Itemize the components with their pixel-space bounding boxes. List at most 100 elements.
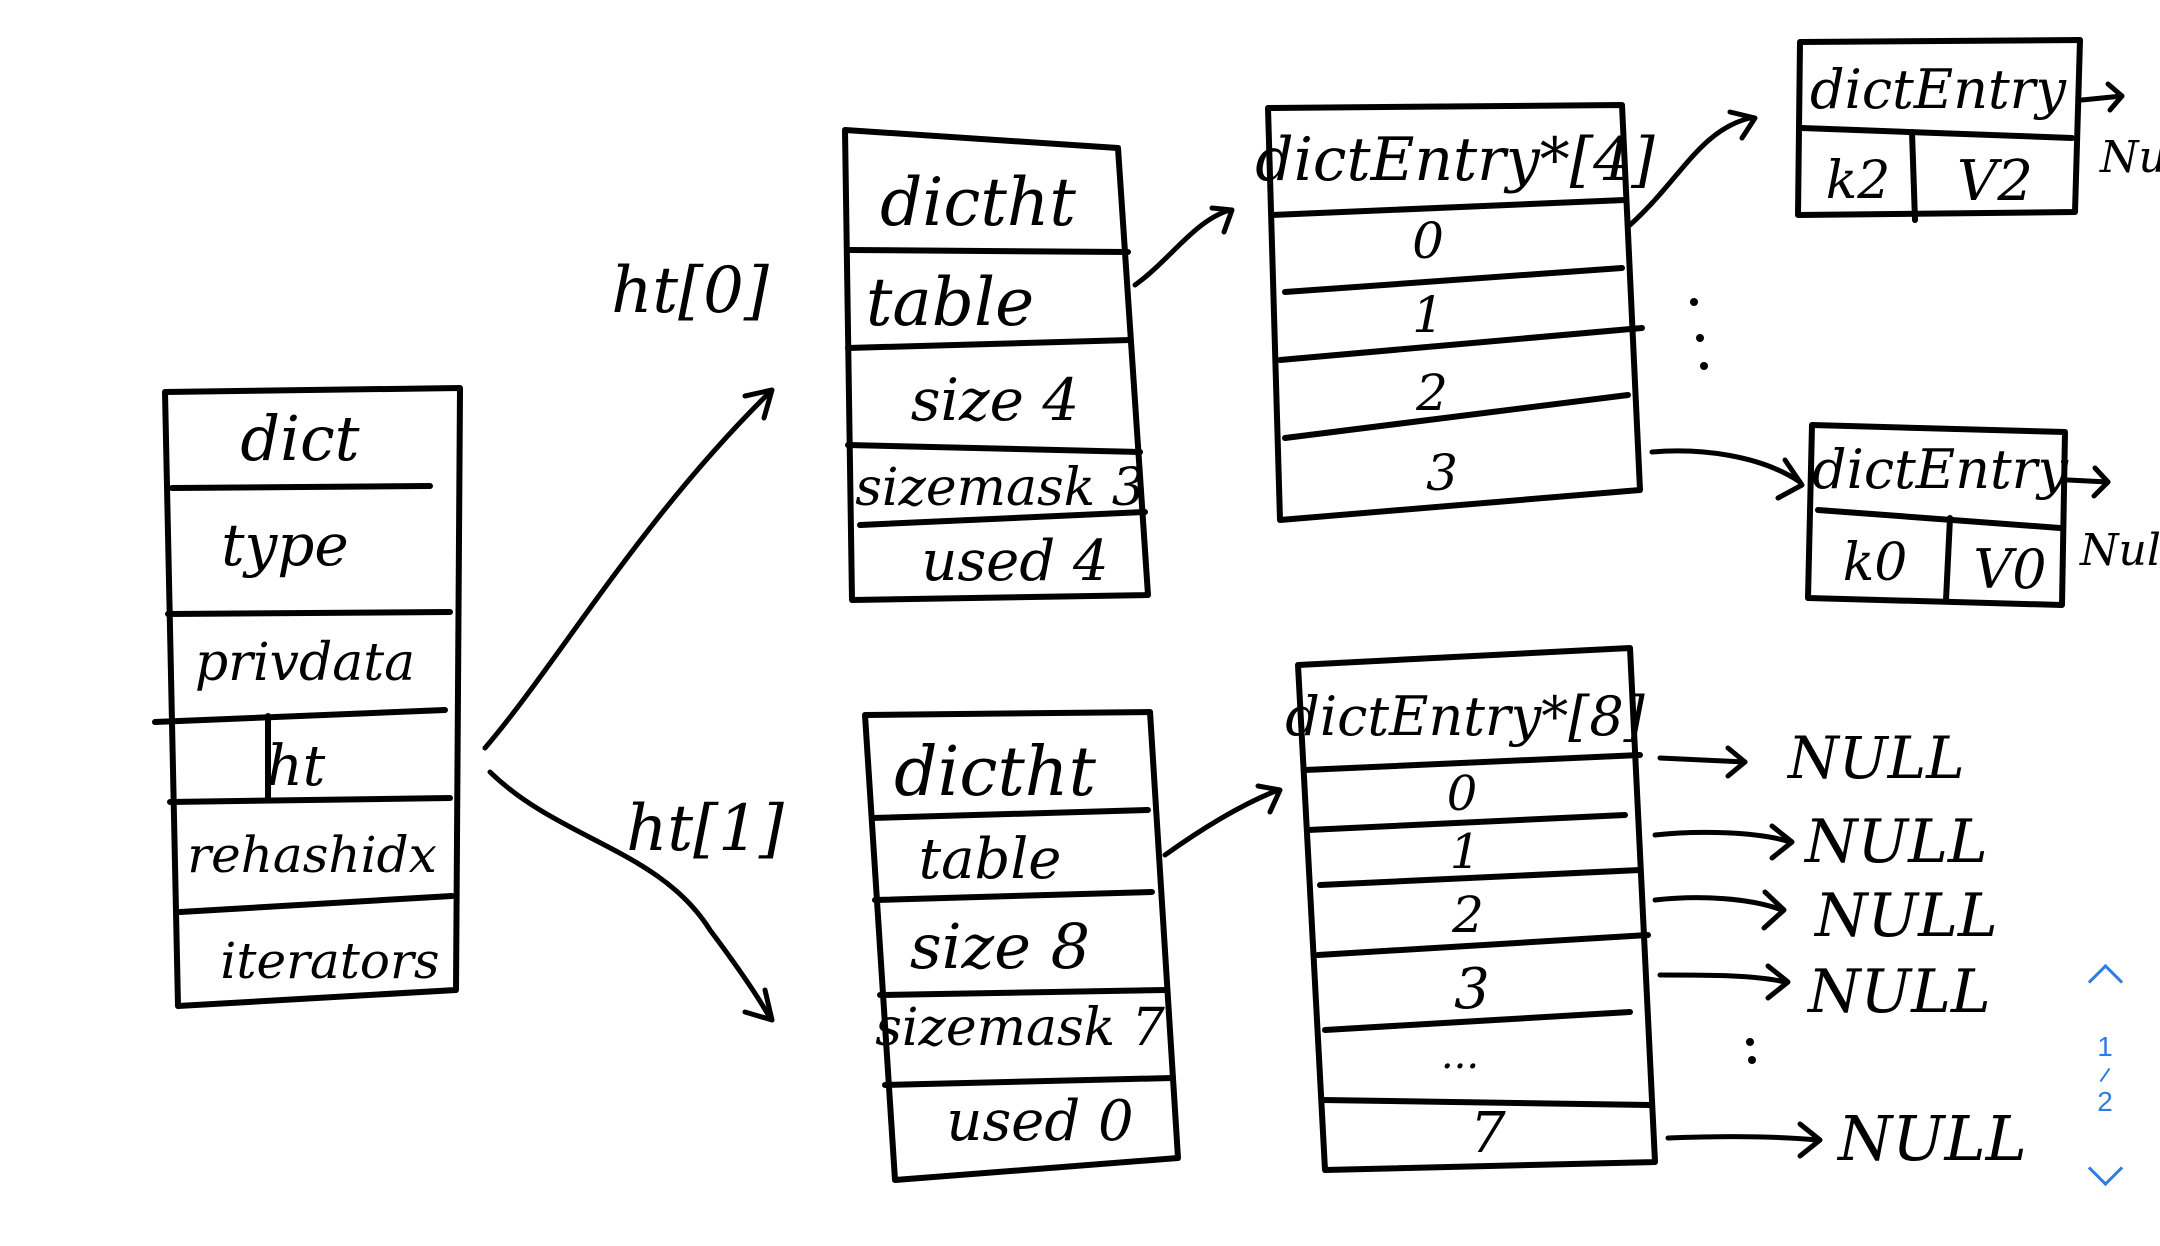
arrow-table0-head bbox=[1209, 205, 1235, 235]
entry-k2-next: Null bbox=[2099, 132, 2160, 183]
table1-slot-0: 0 bbox=[1447, 766, 1478, 822]
null-7: NULL bbox=[1836, 1102, 2027, 1175]
entry-k0-next-arrow bbox=[2065, 477, 2111, 485]
dict-title: dict bbox=[240, 402, 359, 475]
null-0: NULL bbox=[1786, 724, 1965, 792]
arrow-ht1 bbox=[487, 769, 773, 1021]
entry-k2-split bbox=[1909, 129, 1918, 223]
entry-k0-next-arrow-head bbox=[2091, 465, 2111, 499]
entry-k2-outline bbox=[1795, 37, 2083, 218]
dict-divider bbox=[152, 707, 448, 725]
table0-divider bbox=[1277, 325, 1645, 363]
arrow-table1 bbox=[1162, 787, 1281, 858]
dict-struct: dict type privdata ht rehashidx iterator… bbox=[152, 385, 463, 1009]
null-arrow-2-head bbox=[1761, 889, 1787, 931]
table0-title: dictEntry*[4] bbox=[1255, 125, 1655, 195]
table0-divider bbox=[1269, 197, 1628, 218]
table0-divider bbox=[1282, 392, 1631, 441]
page-separator bbox=[2099, 1067, 2111, 1083]
table1-divider bbox=[1302, 752, 1643, 773]
entry-k0-value: V0 bbox=[1973, 538, 2046, 601]
dict-divider bbox=[167, 795, 453, 805]
null-arrow-3-head bbox=[1765, 963, 1791, 1001]
table0-outline bbox=[1265, 102, 1643, 523]
dict-field-iterators: iterators bbox=[220, 932, 439, 990]
entry-k2-key: k2 bbox=[1826, 151, 1891, 211]
table1-divider bbox=[1322, 1009, 1633, 1033]
label-ht0: ht[0] bbox=[611, 254, 770, 328]
null-arrow-1-head bbox=[1769, 823, 1795, 861]
chevron-down-icon[interactable] bbox=[2087, 1150, 2123, 1187]
table1-slot-7: 7 bbox=[1470, 1101, 1506, 1166]
table1-divider bbox=[1319, 1097, 1653, 1108]
table0-slot-1: 1 bbox=[1412, 286, 1444, 344]
arrow-table1-head bbox=[1255, 783, 1283, 815]
entry-k0-key: k0 bbox=[1843, 533, 1908, 593]
page-indicator: 1 2 bbox=[2097, 1031, 2113, 1118]
dictht1-divider bbox=[882, 1075, 1175, 1088]
page-navigator: 1 2 bbox=[2080, 955, 2130, 1195]
null-arrow-1 bbox=[1652, 829, 1793, 845]
null-3: NULL bbox=[1806, 957, 1991, 1027]
entry-k0-split bbox=[1943, 515, 1953, 603]
dictht1-used: used 0 bbox=[946, 1089, 1133, 1154]
dictht0-divider bbox=[845, 337, 1133, 351]
entry-k0-next: Null bbox=[2079, 525, 2160, 576]
ellipsis-dots bbox=[1690, 298, 1756, 1064]
null-pointers: NULL NULL NULL NULL NULL bbox=[1652, 724, 2027, 1175]
table-0: dictEntry*[4] 0 1 2 3 bbox=[1255, 102, 1655, 523]
dictht0-divider bbox=[847, 247, 1131, 255]
dictht1-table: table bbox=[919, 827, 1062, 892]
table1-slot-3: 3 bbox=[1454, 957, 1490, 1022]
dictht1-divider bbox=[872, 889, 1155, 903]
arrow-slot0-entry bbox=[1627, 115, 1753, 228]
table0-slot-3: 3 bbox=[1426, 444, 1458, 502]
entry-k2-value: V2 bbox=[1957, 149, 2033, 214]
dictht1-divider bbox=[877, 987, 1168, 998]
entry-k0-divider bbox=[1815, 507, 2063, 531]
dictht1-sizemask: sizemask 7 bbox=[875, 998, 1166, 1058]
entry-k2-divider bbox=[1799, 125, 2075, 141]
dictht1-title: dictht bbox=[894, 733, 1096, 812]
dictht0-divider bbox=[845, 442, 1143, 455]
chevron-up-icon[interactable] bbox=[2087, 963, 2123, 1000]
null-arrow-2 bbox=[1652, 895, 1785, 913]
dict-box-outline bbox=[162, 385, 463, 1009]
dictht0-used: used 4 bbox=[921, 529, 1108, 594]
dictht0-sizemask: sizemask 3 bbox=[855, 458, 1145, 518]
table0-slot-2: 2 bbox=[1415, 364, 1448, 422]
table1-divider bbox=[1315, 932, 1651, 958]
null-arrow-0 bbox=[1657, 755, 1748, 765]
table1-divider bbox=[1317, 867, 1643, 888]
entry-k2-title: dictEntry bbox=[1810, 58, 2067, 121]
dictht1-divider bbox=[869, 807, 1151, 821]
dictht1-size: size 8 bbox=[910, 910, 1090, 983]
arrow-ht0 bbox=[482, 389, 773, 751]
entry-k0-outline bbox=[1805, 422, 2068, 608]
dictht-1: dictht table size 8 sizemask 7 used 0 bbox=[862, 709, 1181, 1183]
entry-k2-next-arrow-head bbox=[2105, 81, 2125, 113]
total-pages: 2 bbox=[2097, 1086, 2113, 1117]
table1-slot-1: 1 bbox=[1450, 824, 1481, 880]
entry-k0-title: dictEntry bbox=[1812, 438, 2069, 501]
arrow-slot3-entry-head bbox=[1775, 457, 1805, 501]
label-ht1: ht[1] bbox=[626, 792, 785, 866]
entry-k2: dictEntry k2 V2 Null bbox=[1795, 37, 2160, 223]
null-1: NULL bbox=[1803, 807, 1988, 877]
table0-slot-0: 0 bbox=[1412, 212, 1444, 270]
table0-divider bbox=[1282, 265, 1625, 295]
null-arrow-0-head bbox=[1725, 745, 1748, 779]
null-arrow-3 bbox=[1657, 972, 1788, 985]
table1-slot-2: 2 bbox=[1451, 886, 1484, 944]
dict-field-ht: ht bbox=[267, 734, 326, 799]
null-arrow-7 bbox=[1665, 1134, 1821, 1143]
entry-k2-next-arrow bbox=[2079, 93, 2125, 103]
dictht-0: dictht table size 4 sizemask 3 used 4 bbox=[842, 127, 1151, 603]
table1-title: dictEntry*[8] bbox=[1285, 685, 1645, 748]
entry-k0: dictEntry k0 V0 Null bbox=[1805, 422, 2160, 608]
dict-divider bbox=[165, 609, 453, 617]
dictht1-outline bbox=[862, 709, 1181, 1183]
dictht0-size: size 4 bbox=[911, 366, 1080, 434]
dict-field-privdata: privdata bbox=[195, 633, 415, 693]
